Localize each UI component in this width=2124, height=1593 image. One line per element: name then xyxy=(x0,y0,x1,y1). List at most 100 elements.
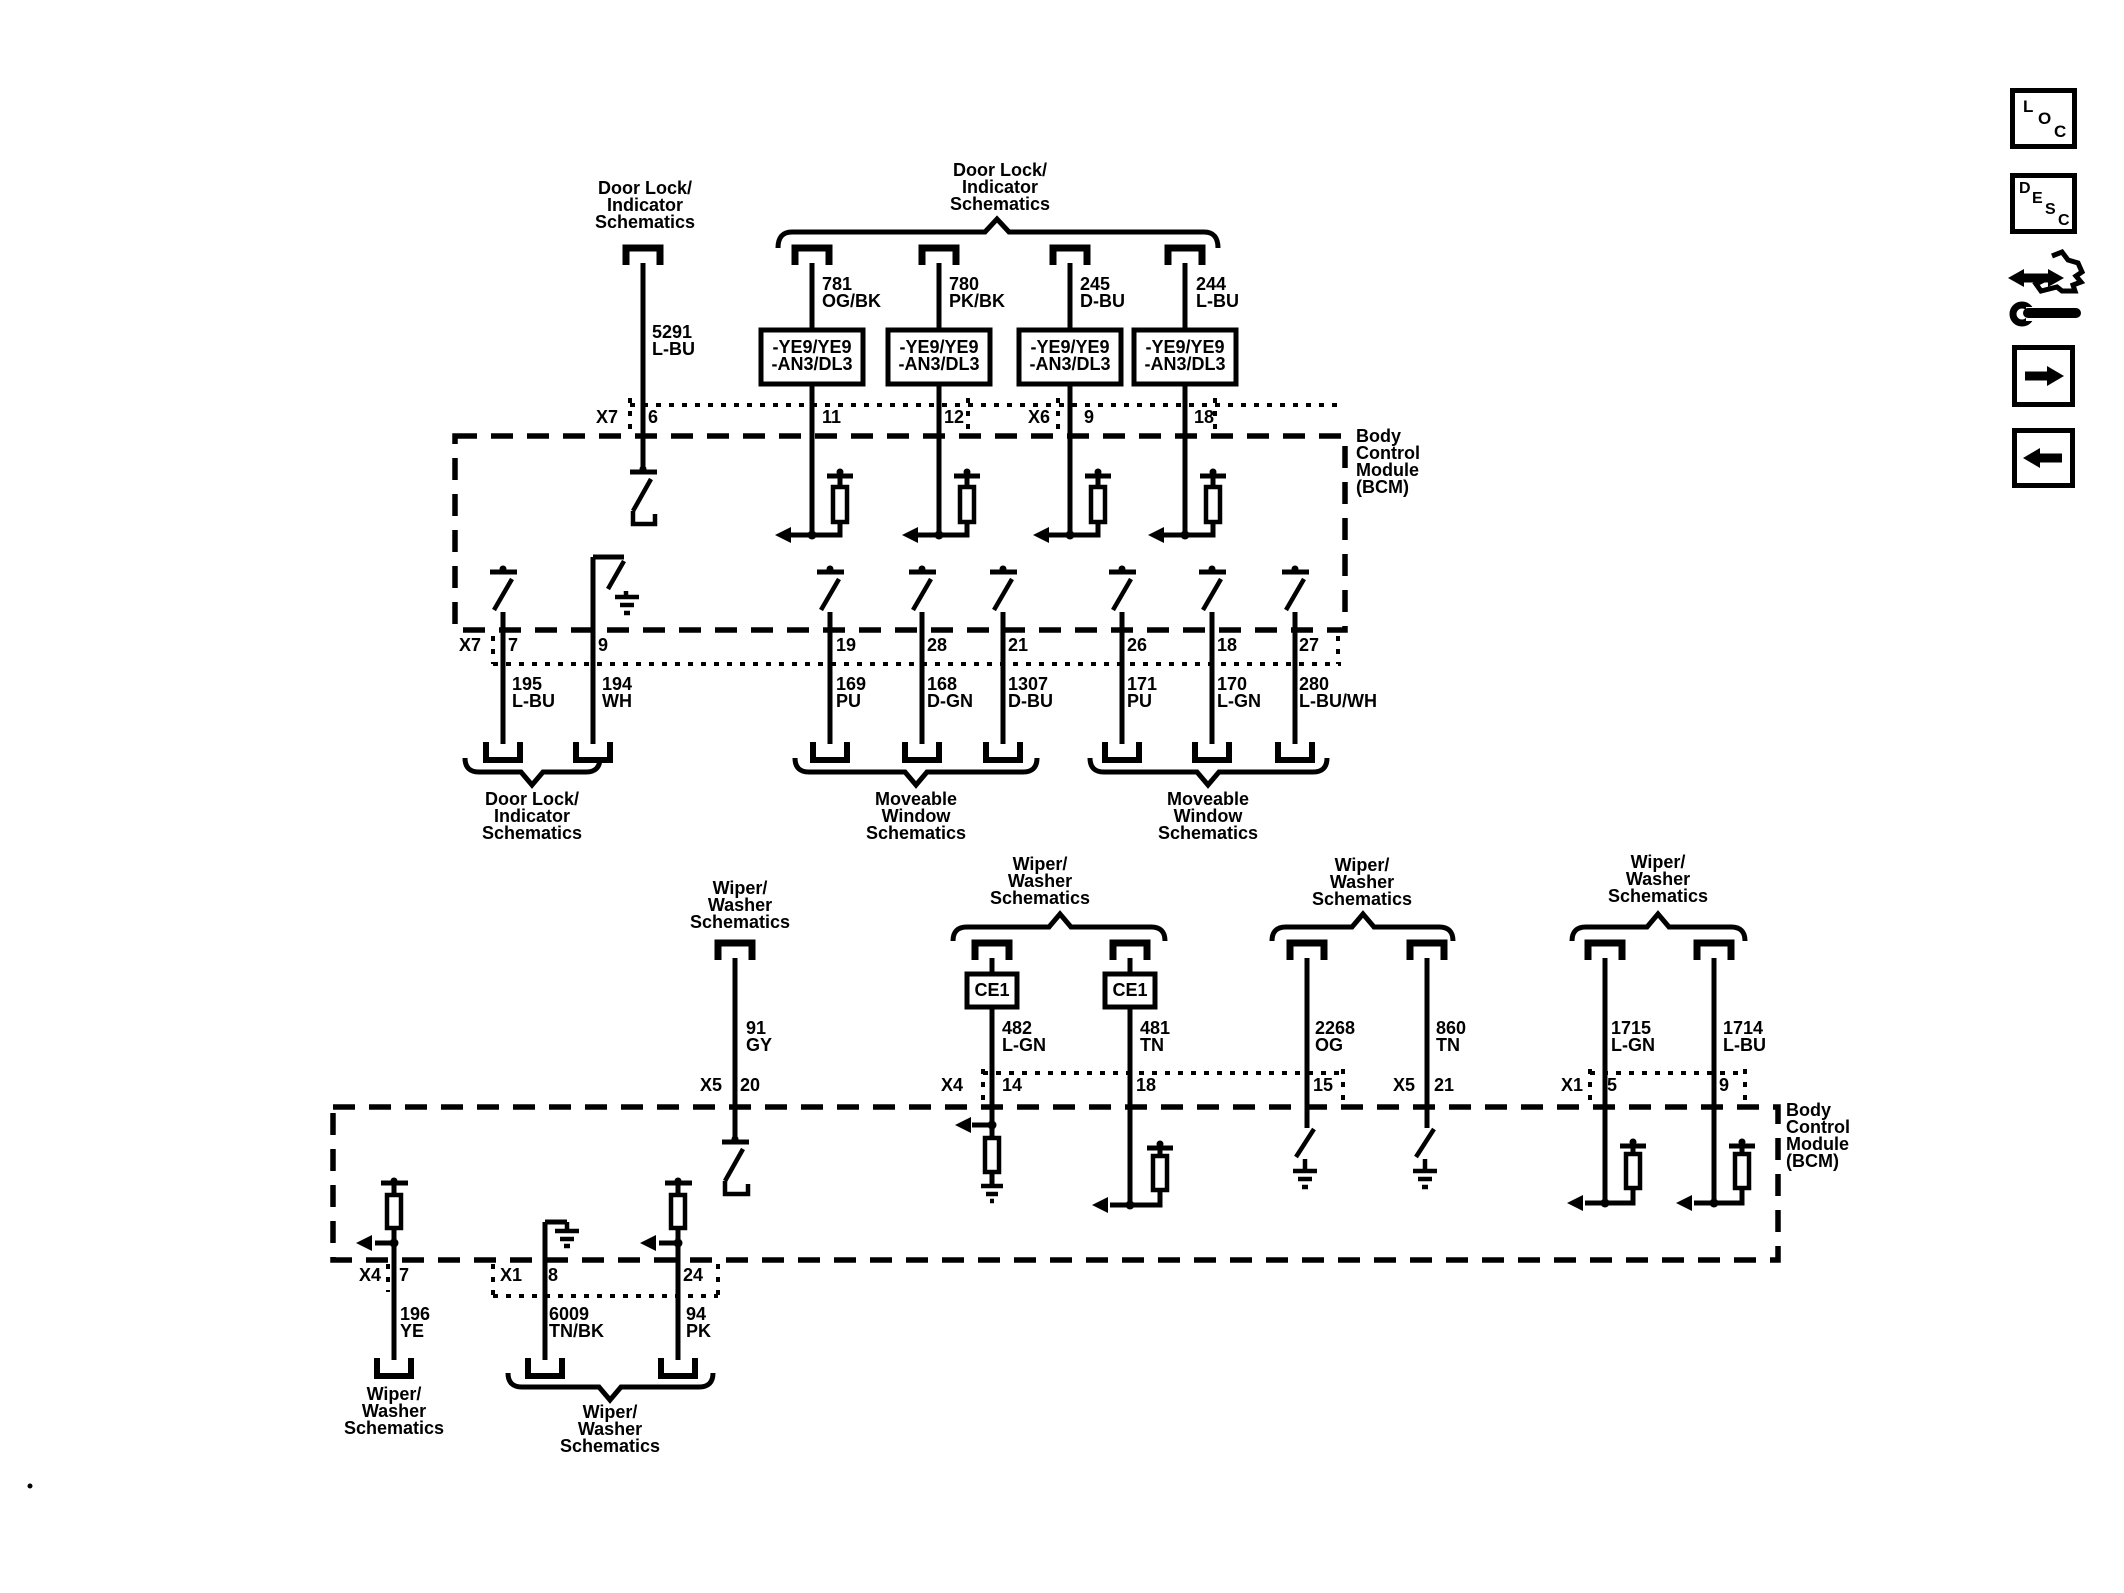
bcm2-label: Body Control Module (BCM) xyxy=(1786,1100,1850,1171)
bcm1-outline xyxy=(452,433,1348,633)
bcm2-drivers-right xyxy=(1567,1138,1755,1211)
wires-diagram2 xyxy=(391,958,1717,1360)
next-arrow-button[interactable] xyxy=(2012,345,2075,407)
connector-row-dotted-bottom-2 xyxy=(386,1264,720,1298)
pin-label-21b: 21 xyxy=(1434,1075,1455,1095)
connector-label-X1: X1 xyxy=(1561,1075,1584,1095)
connector-label-X7: X7 xyxy=(596,407,619,427)
ye9-box-label: -YE9/YE9 -AN3/DL3 xyxy=(1029,337,1111,374)
back-arrow-button[interactable] xyxy=(2012,428,2075,488)
connector-row-dotted-bottom-1 xyxy=(491,636,1341,666)
connector-symbols-top-2 xyxy=(714,939,1735,960)
ref-wiper-washer-5: Wiper/ Washer Schematics xyxy=(343,1384,445,1438)
connector-symbols-bottom-1 xyxy=(483,742,1315,763)
ref-door-lock-top-left: Door Lock/ Indicator Schematics xyxy=(594,178,696,232)
bcm2-driver-18 xyxy=(1092,1140,1173,1213)
pin-label-15: 15 xyxy=(1313,1075,1334,1095)
pin-label-26: 26 xyxy=(1127,635,1148,655)
loc-button[interactable]: L O C xyxy=(2010,88,2077,149)
pin-label-18b: 18 xyxy=(1217,635,1238,655)
ref-door-lock-bottom: Door Lock/ Indicator Schematics xyxy=(481,789,583,843)
desc-letter: C xyxy=(2058,212,2070,229)
pin-label-7: 7 xyxy=(508,635,519,655)
desc-letter: S xyxy=(2045,201,2056,218)
ce1-label: CE1 xyxy=(974,980,1010,1000)
pin-label-6: 6 xyxy=(648,407,659,427)
pin-label-18c: 18 xyxy=(1136,1075,1157,1095)
braces-top-2 xyxy=(950,910,1748,942)
ye9-box-label: -YE9/YE9 -AN3/DL3 xyxy=(1144,337,1226,374)
pin-label-9: 9 xyxy=(1084,407,1095,427)
connector-symbols-bottom-2 xyxy=(374,1358,698,1379)
pin-label-27: 27 xyxy=(1299,635,1320,655)
pin-label-28: 28 xyxy=(927,635,948,655)
pin-label-21: 21 xyxy=(1008,635,1029,655)
pin-label-14: 14 xyxy=(1002,1075,1023,1095)
loc-letter: O xyxy=(2038,109,2052,128)
arrow-right-icon xyxy=(2025,366,2064,386)
ye9-box-label: -YE9/YE9 -AN3/DL3 xyxy=(898,337,980,374)
ce1-fuse-boxes xyxy=(964,971,1158,1010)
wires-diagram1 xyxy=(500,263,1298,744)
bcm2-outline xyxy=(330,1104,1781,1263)
connector-label-X1b: X1 xyxy=(500,1265,523,1285)
connector-row-dotted-top-2 xyxy=(981,1069,1747,1103)
pin-label-18: 18 xyxy=(1194,407,1215,427)
connector-label-X5b: X5 xyxy=(1393,1075,1416,1095)
ref-wiper-washer-3: Wiper/ Washer Schematics xyxy=(1311,855,1413,909)
bcm2-ground-switches xyxy=(1293,1127,1437,1190)
braces-bottom-1 xyxy=(462,757,1330,789)
bcm1-lock-switch xyxy=(630,465,658,527)
bcm2-wiper-switch xyxy=(722,1135,751,1197)
arrow-left-icon xyxy=(2023,448,2062,468)
pin-label-20: 20 xyxy=(740,1075,761,1095)
connector-label-X4: X4 xyxy=(941,1075,964,1095)
pin-label-24: 24 xyxy=(683,1265,704,1285)
pin-label-11: 11 xyxy=(822,407,842,427)
pin-label-5: 5 xyxy=(1607,1075,1618,1095)
brace-door-lock-top xyxy=(775,215,1221,249)
pin-label-7b: 7 xyxy=(399,1265,410,1285)
ye9-box-label: -YE9/YE9 -AN3/DL3 xyxy=(771,337,853,374)
loc-letter: L xyxy=(2023,97,2034,116)
pin-label-8: 8 xyxy=(548,1265,559,1285)
connector-row-dotted-top-1 xyxy=(628,398,1345,432)
pin-label-12: 12 xyxy=(944,407,965,427)
bcm1-switch-row xyxy=(490,554,1309,616)
bcm2-washer-driver xyxy=(955,1117,1003,1204)
pin-label-9c: 9 xyxy=(1719,1075,1730,1095)
diagnostic-pointer-wrench-icon[interactable] xyxy=(2000,246,2100,338)
connector-label-X4b: X4 xyxy=(359,1265,382,1285)
desc-letter: E xyxy=(2032,190,2043,207)
connector-label-X6: X6 xyxy=(1028,407,1051,427)
connector-label-X7b: X7 xyxy=(459,635,482,655)
page-dot xyxy=(27,1483,33,1489)
pin-label-9b: 9 xyxy=(598,635,609,655)
connector-label-X5: X5 xyxy=(700,1075,723,1095)
brace-bottom-2 xyxy=(505,1372,716,1404)
desc-button[interactable]: D E S C xyxy=(2010,173,2077,234)
